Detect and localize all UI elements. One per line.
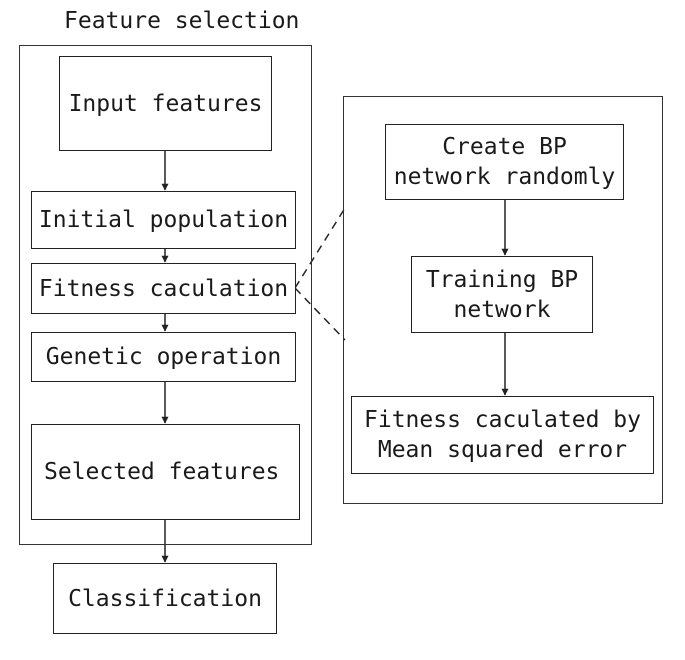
selected-features-box: Selected features [31,424,300,520]
fitness-calculation-box: Fitness caculation [31,263,296,314]
classification-box: Classification [53,563,277,634]
fitness-detail-group [343,96,663,504]
dashed-link-upper [294,207,346,289]
dashed-link-lower [294,287,346,341]
genetic-operation-box: Genetic operation [31,332,296,382]
training-bp-network-box: Training BP network [411,256,593,333]
create-bp-network-box: Create BP network randomly [385,124,624,200]
input-features-box: Input features [59,56,272,151]
feature-selection-title: Feature selection [64,8,300,34]
fitness-mse-box: Fitness caculated by Mean squared error [351,396,654,474]
initial-population-box: Initial population [31,191,296,249]
feature-selection-group [19,45,312,545]
